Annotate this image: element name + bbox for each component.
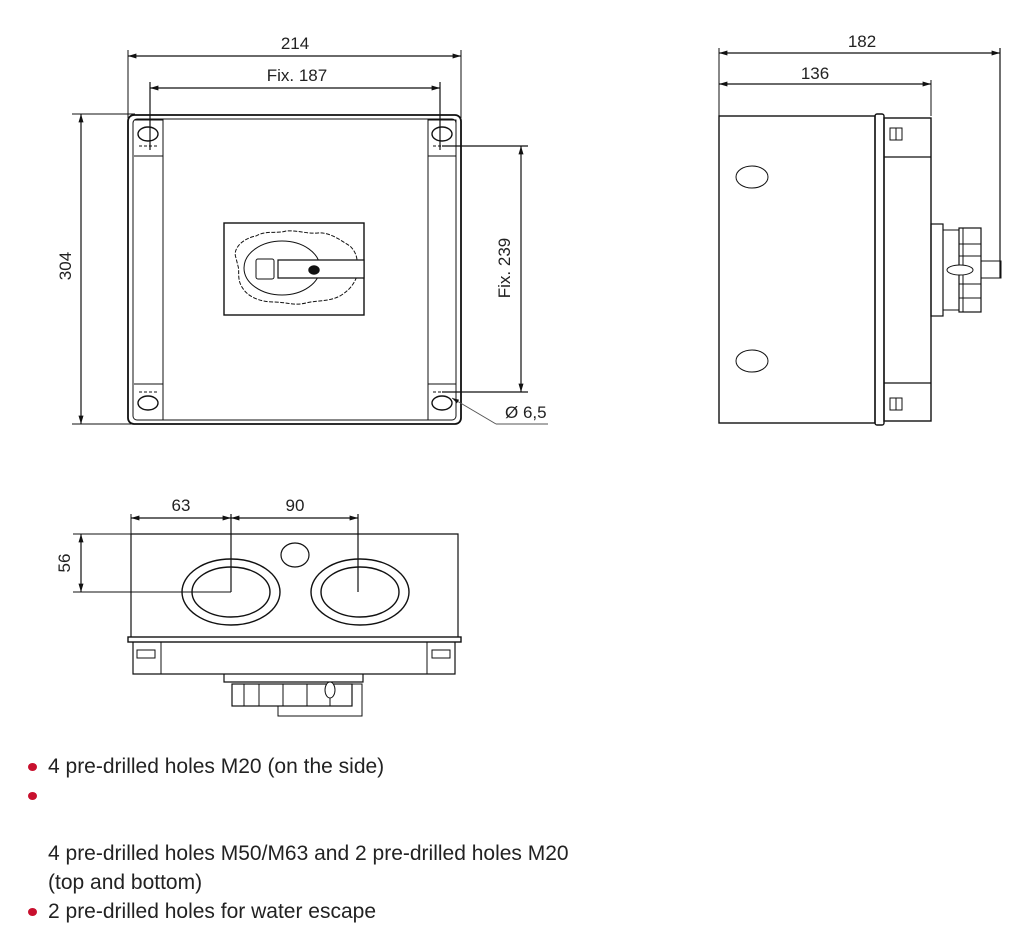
dim-depth-body-label: 136 — [801, 64, 829, 83]
dim-hole-offset-label: 63 — [172, 496, 191, 515]
dim-width-label: 214 — [281, 34, 309, 53]
note-item: 2 pre-drilled holes for water escape — [26, 897, 569, 926]
note-item: 4 pre-drilled holes M20 (on the side) — [26, 752, 569, 781]
dim-hole-height-label: 56 — [55, 554, 74, 573]
note-text: 2 pre-drilled holes for water escape — [48, 900, 377, 923]
bullet-icon — [28, 763, 37, 771]
front-view — [72, 50, 548, 425]
note-text: 4 pre-drilled holes M50/M63 and 2 pre-dr… — [48, 842, 569, 894]
note-text: 4 pre-drilled holes M20 (on the side) — [48, 755, 385, 778]
technical-drawing: 214 Fix. 187 304 Fix. 239 Ø 6,5 182 13 — [55, 32, 1002, 717]
note-item: 4 pre-drilled holes M50/M63 and 2 pre-dr… — [26, 781, 569, 897]
notes-list: 4 pre-drilled holes M20 (on the side) 4 … — [26, 752, 569, 926]
bottom-view — [73, 514, 462, 717]
dim-hole-diameter-label: Ø 6,5 — [505, 403, 547, 422]
dim-fix-width-label: Fix. 187 — [267, 66, 327, 85]
dim-fix-height-label: Fix. 239 — [495, 238, 514, 298]
dim-height-label: 304 — [56, 252, 75, 280]
side-view — [718, 48, 1002, 426]
dim-depth-total-label: 182 — [848, 32, 876, 51]
dim-hole-spacing-label: 90 — [286, 496, 305, 515]
bullet-icon — [28, 908, 37, 916]
bullet-icon — [28, 792, 37, 800]
